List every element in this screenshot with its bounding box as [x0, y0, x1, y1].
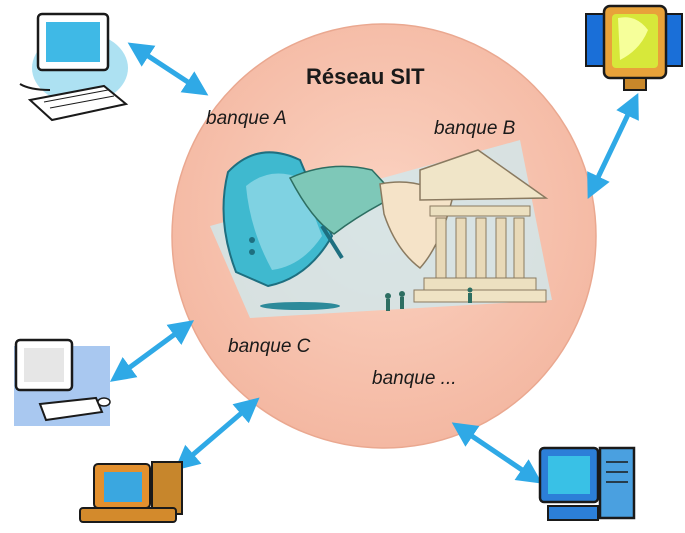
computer-bottom-left-icon [79, 461, 183, 523]
bank-label-etc: banque ... [372, 368, 457, 389]
arrow-bottom-left [174, 397, 260, 471]
bank-label-c: banque C [228, 336, 311, 357]
bank-label-a: banque A [206, 108, 287, 129]
network-title: Réseau SIT [306, 64, 425, 89]
arrow-mid-left [109, 320, 195, 382]
computer-top-left-icon [19, 12, 129, 122]
monitor-top-right-icon [585, 4, 683, 91]
arrow-top-right [587, 92, 639, 200]
bank-label-b: banque B [434, 118, 516, 139]
computer-bottom-right-icon [538, 446, 636, 521]
arrow-top-left [127, 42, 209, 96]
computer-mid-left-icon [14, 338, 111, 426]
arrow-bottom-right [451, 422, 543, 484]
connection-arrows [109, 42, 639, 484]
bank-transfer-illustration [210, 140, 552, 318]
